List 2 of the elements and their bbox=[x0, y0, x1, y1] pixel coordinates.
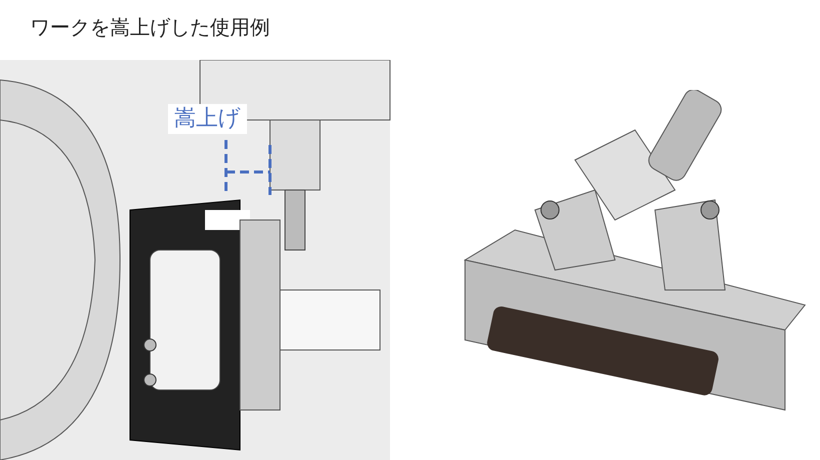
dimension-label: 嵩上げ bbox=[168, 104, 247, 134]
diagram-title: ワークを嵩上げした使用例 bbox=[30, 14, 270, 41]
